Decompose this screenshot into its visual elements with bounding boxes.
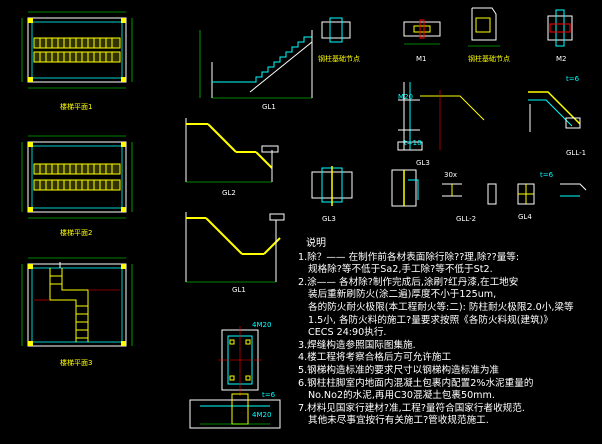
dim-30x: 30x	[444, 171, 458, 179]
stair-plan-1	[21, 11, 133, 89]
middle-right-details	[397, 82, 581, 151]
notes-title: 说明	[306, 238, 326, 249]
note-line: 装后重新刷防火(涂二遍)厚度不小于125um,	[308, 289, 497, 301]
gl1-elevation	[199, 30, 313, 99]
note-line: 7.材料见国家行建材?准,工程?量符合国家行者收规范.	[298, 402, 525, 414]
node-b-title: 钢柱基础节点	[318, 55, 360, 63]
m1-title: M1	[416, 55, 427, 63]
gl1-lower-title: GL1	[232, 286, 246, 294]
gll1-title: GLL-1	[566, 149, 587, 157]
gl1-lower-elevation	[185, 212, 285, 283]
note-line: 各的防火耐火极限(本工程耐火等:二): 防柱耐火极限2.0小,梁等	[308, 301, 574, 313]
note-line: CECS 24:90执行.	[308, 327, 387, 339]
top-right-details	[321, 7, 573, 47]
note-line: 5.钢梯构造标准的要求尺寸以钢梯构造标准为准	[298, 364, 500, 376]
note-line: 3.焊缝构造参照国际图集施.	[298, 339, 416, 351]
dim-t6-bottom: t=6	[262, 391, 276, 399]
m2-title: M2	[556, 55, 567, 63]
plan-1-title: 楼梯平面1	[60, 103, 93, 111]
plan-2-title: 楼梯平面2	[60, 229, 93, 237]
gl4-title: GL4	[518, 213, 532, 221]
note-line: 2.涂—— 各材除?制作完成后,涂刷?红丹漆,在工地安	[298, 276, 519, 288]
section-details-row	[311, 166, 587, 207]
note-line: 其他未尽事宜按行有关施工?管收规范施工.	[308, 415, 489, 427]
gl3-top-title: GL3	[416, 159, 430, 167]
gll2-title: GLL-2	[456, 215, 477, 223]
stair-plan-3	[21, 257, 133, 347]
note-line: 1.除？—— 在制作前各材表面除行除??理,除??量等:	[298, 251, 520, 263]
note-line: 规格除?等不低于Sa2,手工除?等不低于St2.	[308, 264, 493, 276]
note-line: 1.5小, 各防火料的施工?量要求按照《各防火料规(建筑)》	[308, 314, 553, 326]
node-a-title: 钢柱基础节点	[468, 55, 510, 63]
gl2-title: GL2	[222, 189, 236, 197]
dim-4m20-b1: 4M20	[252, 321, 272, 329]
note-line: No.No2的水泥,再用C30混凝土包裹50mm.	[308, 390, 495, 402]
gl3-bottom-title: GL3	[322, 215, 336, 223]
base-plate-detail	[189, 326, 281, 429]
note-line: 4.楼工程将考察合格后方可允许施工	[298, 352, 452, 364]
dim-t6-top-right: t=6	[566, 75, 580, 83]
dim-t10: t=10	[404, 139, 422, 147]
gl2-elevation	[185, 118, 279, 183]
dim-4m20-top: M20	[398, 93, 413, 101]
gl1-title: GL1	[262, 103, 276, 111]
design-notes: 说明 1.除？—— 在制作前各材表面除行除??理,除??量等: 规格除?等不低于…	[298, 238, 598, 428]
dim-4m20-b2: 4M20	[252, 411, 272, 419]
dim-t6-mid-right: t=6	[540, 171, 554, 179]
plan-3-title: 楼梯平面3	[60, 359, 93, 367]
note-line: 6.钢柱柱脚室内地面内混凝土包裹内配置2%水泥重量的	[298, 377, 534, 389]
stair-plan-2	[21, 135, 133, 219]
